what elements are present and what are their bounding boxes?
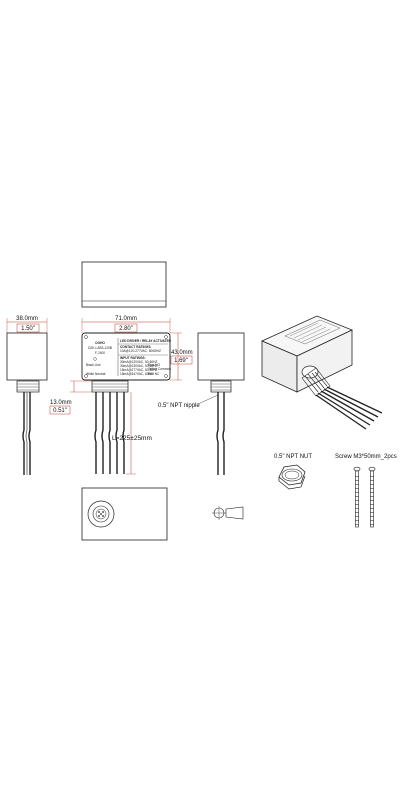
label-header: LED DRIVER / RELAY ACTIVATED [120,339,172,343]
screw-1 [353,466,361,528]
height-in-label: 1.69" [174,358,188,364]
label-input-title: INPUT RATINGS: [120,356,146,360]
nipple-callout: 0.5" NPT nipple [158,403,200,409]
height-in-box [170,355,193,365]
label-input-line-2: 30mA@230VAC, 50-60HZ [120,364,157,368]
label-code: F-2400 [95,351,105,355]
width-in-label: 1.50" [21,326,35,332]
width-mm-label: 38.0mm [16,316,38,322]
wire-label-yellow: Yellow Common [148,367,171,371]
width-in-box [16,323,40,333]
bottom-view [81,487,168,541]
nipple-in-box [49,405,71,415]
length-in-box [114,323,138,333]
nipple-in-label: 0.51" [53,408,67,414]
wire-label-blue: Blue NO [148,363,161,367]
label-contact-line: 10A@120-277VAC, 50/60HZ [120,349,161,353]
wire-label-white: White Neutral [86,372,106,376]
length-in-label: 2.80" [119,326,133,332]
npt-nut [278,464,306,490]
front-view: OOHO DZK-LAB3-120B F-2400 Black Line Whi… [81,332,172,474]
length-mm-label: 71.0mm [115,316,137,322]
label-input-line-3: 15mA@277VAC, 50-60HZ [120,368,157,372]
indicator-icon [93,357,97,361]
nut-callout: 0.5" NPT NUT [274,454,312,460]
label-model: DZK-LAB3-120B [88,346,112,350]
right-side-view [197,332,245,475]
left-side-view [6,332,48,475]
label-input-line-1: 30mA@120VAC, 50-60HZ [120,360,157,364]
isometric-view [261,315,383,430]
wire-label-black: Black Line [86,363,101,367]
label-contact-title: CONTACT RATINGS: [120,345,151,349]
nipple-leader [197,394,219,405]
top-view [81,261,167,308]
wire-label-red: Red NC [148,372,160,376]
screw-callout: Screw M3*50mm_2pcs [335,454,397,460]
label-input-line-4: 15mA@347VAC, 60HZ [120,372,153,376]
nipple-mm-label: 13.0mm [50,400,72,406]
wire-length-label: L=225±25mm [112,435,152,442]
screw-2 [368,466,376,528]
height-mm-label: 43.0mm [171,350,193,356]
label-brand: OOHO [95,341,105,345]
nipple-end-detail [212,506,244,520]
